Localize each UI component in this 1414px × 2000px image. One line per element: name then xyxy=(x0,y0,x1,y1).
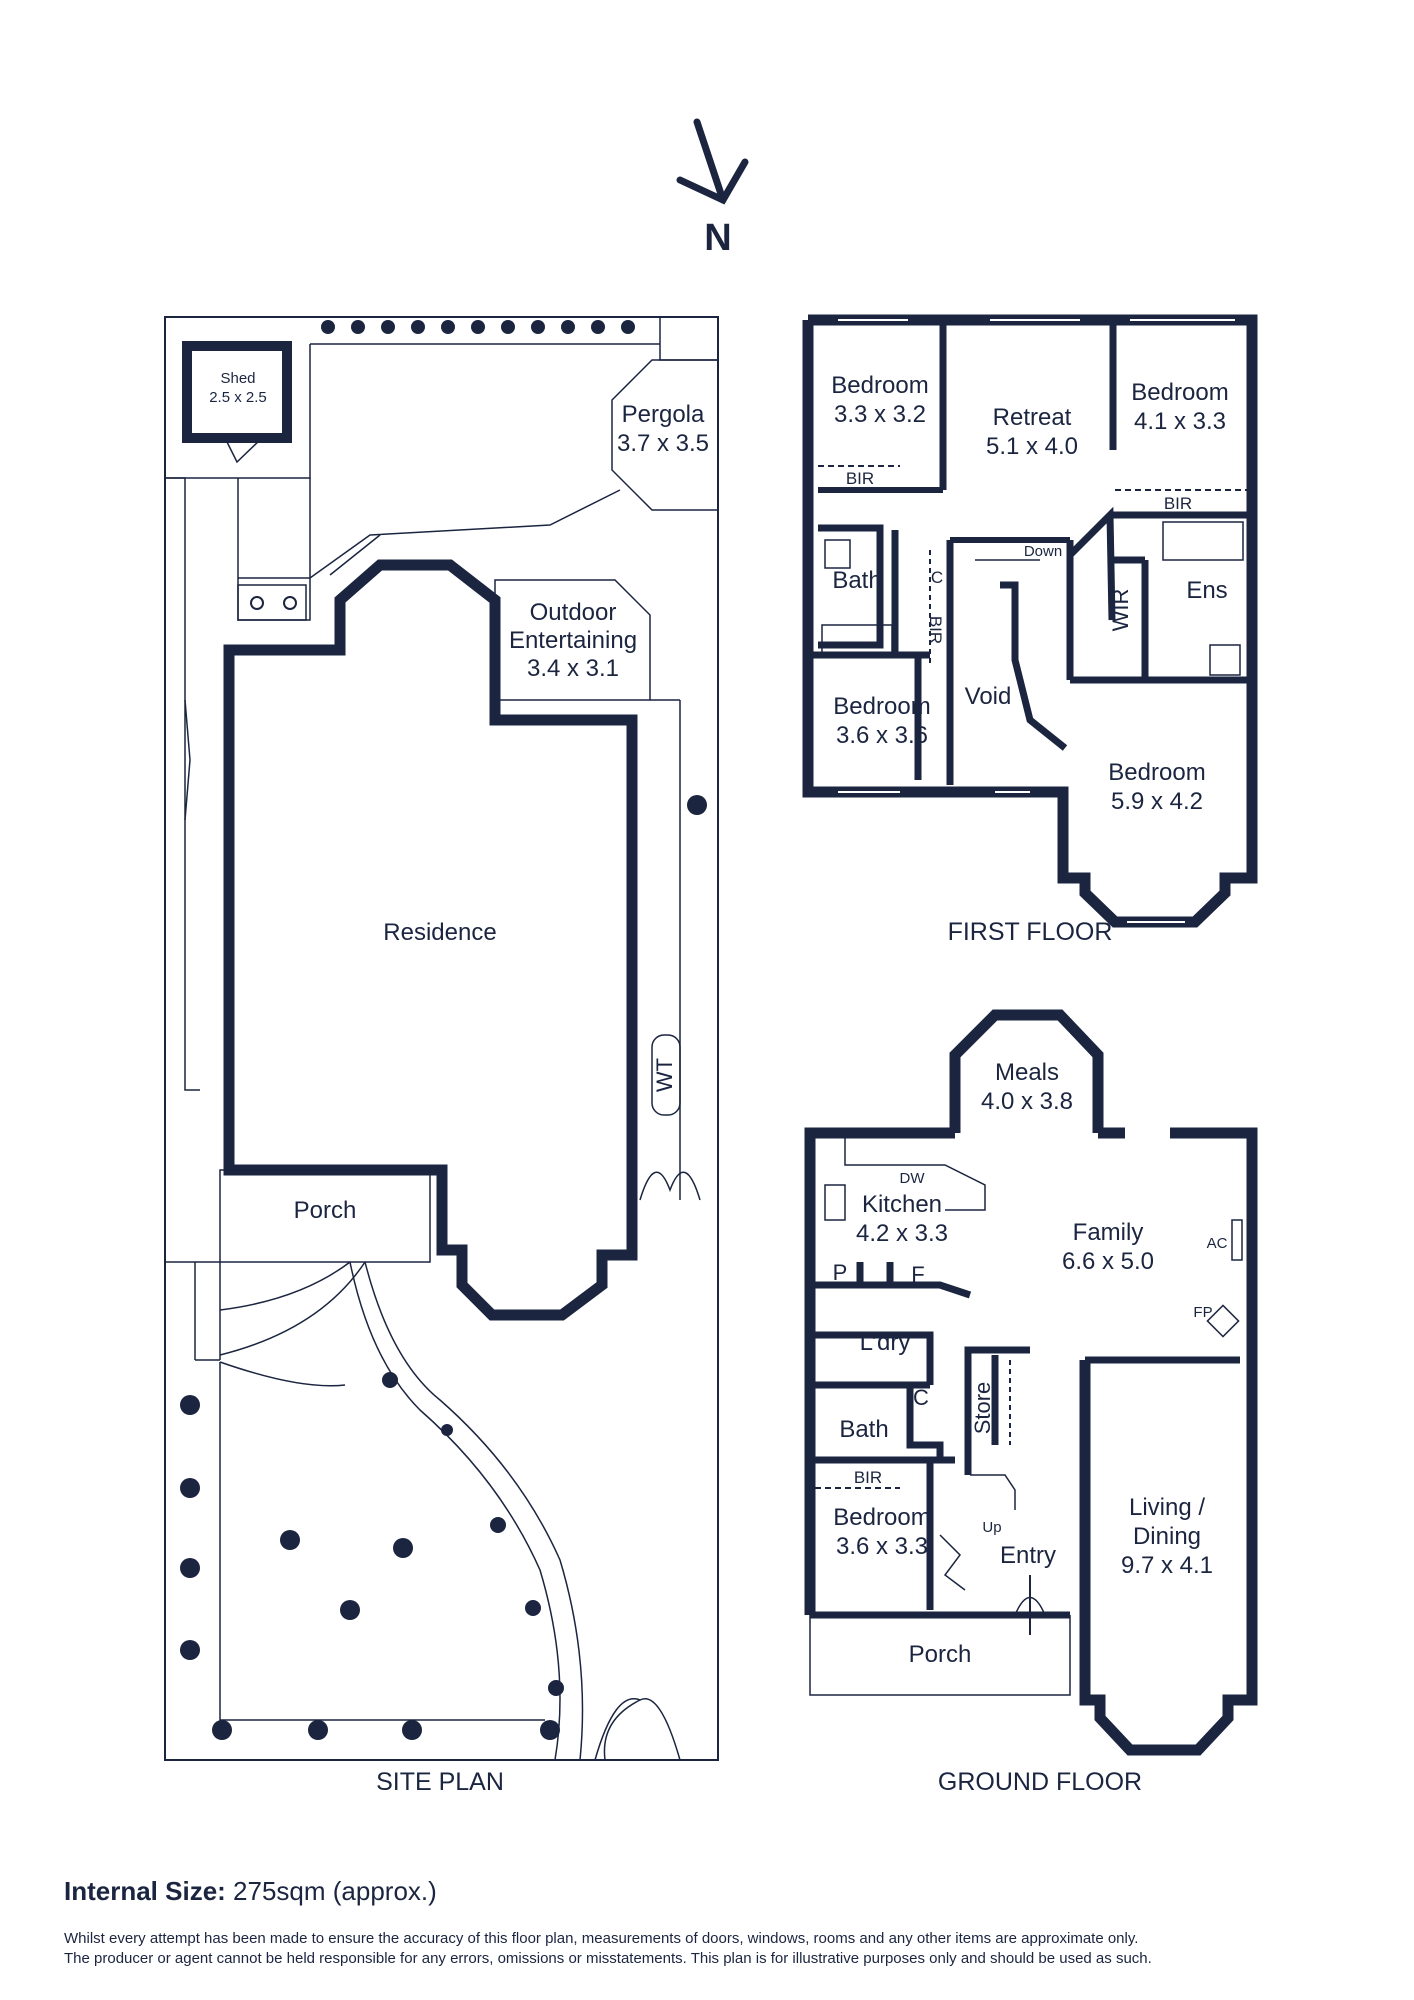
outdoor-label-2: Entertaining xyxy=(509,627,637,654)
ff-bir-a: BIR xyxy=(846,469,874,488)
internal-size-value: 275sqm (approx.) xyxy=(225,1876,437,1906)
internal-size: Internal Size: 275sqm (approx.) xyxy=(64,1876,1364,1907)
gf-bath-label: Bath xyxy=(839,1416,888,1443)
site-porch-label: Porch xyxy=(294,1197,357,1224)
disclaimer-line-2: The producer or agent cannot be held res… xyxy=(64,1950,1152,1967)
gf-meals-size: 4.0 x 3.8 xyxy=(981,1088,1073,1115)
ff-bedroom-ne-size: 4.1 x 3.3 xyxy=(1134,408,1226,435)
ff-wir-label: WIR xyxy=(1108,589,1133,632)
ff-bath-label: Bath xyxy=(832,567,881,594)
internal-size-label: Internal Size: xyxy=(64,1876,226,1906)
site-plan xyxy=(164,316,719,1761)
gf-family-label: Family xyxy=(1073,1219,1144,1246)
gf-ac-label: AC xyxy=(1207,1235,1228,1252)
shed-outline xyxy=(182,341,292,443)
site-plan-label: SITE PLAN xyxy=(376,1768,504,1796)
gf-up-label: Up xyxy=(982,1519,1001,1536)
ff-down-label: Down xyxy=(1024,543,1062,560)
ff-bedroom-nw-label: Bedroom xyxy=(831,372,928,399)
ff-ens-label: Ens xyxy=(1186,577,1227,604)
north-label: N xyxy=(704,217,731,259)
site-plants xyxy=(180,320,707,1740)
site-boundary xyxy=(164,316,719,1761)
north-arrow-icon xyxy=(676,118,749,205)
gf-kitchen-size: 4.2 x 3.3 xyxy=(856,1220,948,1247)
gf-cupboard-label: C xyxy=(913,1385,929,1410)
disclaimer-line-1: Whilst every attempt has been made to en… xyxy=(64,1930,1139,1947)
gf-dw-label: DW xyxy=(900,1170,926,1187)
gf-meals-label: Meals xyxy=(995,1059,1059,1086)
ff-bir-b: BIR xyxy=(1164,494,1192,513)
gf-pantry-label: P xyxy=(833,1260,848,1285)
residence-outline xyxy=(223,559,638,1321)
ground-floor-walls xyxy=(804,1009,1258,1756)
pergola-outline xyxy=(611,359,719,511)
ff-bedroom-ne-label: Bedroom xyxy=(1131,379,1228,406)
gf-bedroom-size: 3.6 x 3.3 xyxy=(836,1533,928,1560)
gf-living-label: Living / xyxy=(1129,1494,1205,1521)
ground-floor-label: GROUND FLOOR xyxy=(938,1768,1142,1796)
ff-void-label: Void xyxy=(965,683,1012,710)
ff-bedroom-sw-label: Bedroom xyxy=(833,693,930,720)
ff-bir-c: BIR xyxy=(926,616,945,644)
ff-bedroom-se-label: Bedroom xyxy=(1108,759,1205,786)
gf-fp-label: FP xyxy=(1193,1304,1212,1321)
first-floor-label: FIRST FLOOR xyxy=(948,918,1113,946)
site-porch-outline xyxy=(219,1169,431,1263)
ff-bedroom-se-size: 5.9 x 4.2 xyxy=(1111,788,1203,815)
residence-label: Residence xyxy=(383,919,496,946)
pergola-label: Pergola xyxy=(622,401,705,428)
ff-c-label: C xyxy=(931,568,943,587)
outdoor-size: 3.4 x 3.1 xyxy=(527,655,619,682)
footer: Internal Size: 275sqm (approx.) Whilst e… xyxy=(64,1876,1364,1969)
ff-bedroom-sw-size: 3.6 x 3.6 xyxy=(836,722,928,749)
gf-bir-label: BIR xyxy=(854,1468,882,1487)
ff-bedroom-nw-size: 3.3 x 3.2 xyxy=(834,401,926,428)
water-tank-label: WT xyxy=(652,1058,677,1092)
ff-retreat-size: 5.1 x 4.0 xyxy=(986,433,1078,460)
outdoor-label: Outdoor xyxy=(530,599,617,626)
gf-entry-label: Entry xyxy=(1000,1542,1056,1569)
gf-living-size: 9.7 x 4.1 xyxy=(1121,1552,1213,1579)
shed-size: 2.5 x 2.5 xyxy=(209,389,267,406)
gf-living-label-2: Dining xyxy=(1133,1523,1201,1550)
gf-kitchen-label: Kitchen xyxy=(862,1191,942,1218)
gf-porch-label: Porch xyxy=(909,1641,972,1668)
gf-laundry-label: L’dry xyxy=(860,1329,911,1356)
first-floor-walls xyxy=(802,314,1258,928)
gf-bedroom-label: Bedroom xyxy=(833,1504,930,1531)
pergola-size: 3.7 x 3.5 xyxy=(617,430,709,457)
gf-fridge-label: F xyxy=(911,1262,924,1287)
ff-retreat-label: Retreat xyxy=(993,404,1072,431)
gf-family-size: 6.6 x 5.0 xyxy=(1062,1248,1154,1275)
shed-label: Shed xyxy=(220,370,255,387)
gf-store-label: Store xyxy=(970,1382,995,1435)
